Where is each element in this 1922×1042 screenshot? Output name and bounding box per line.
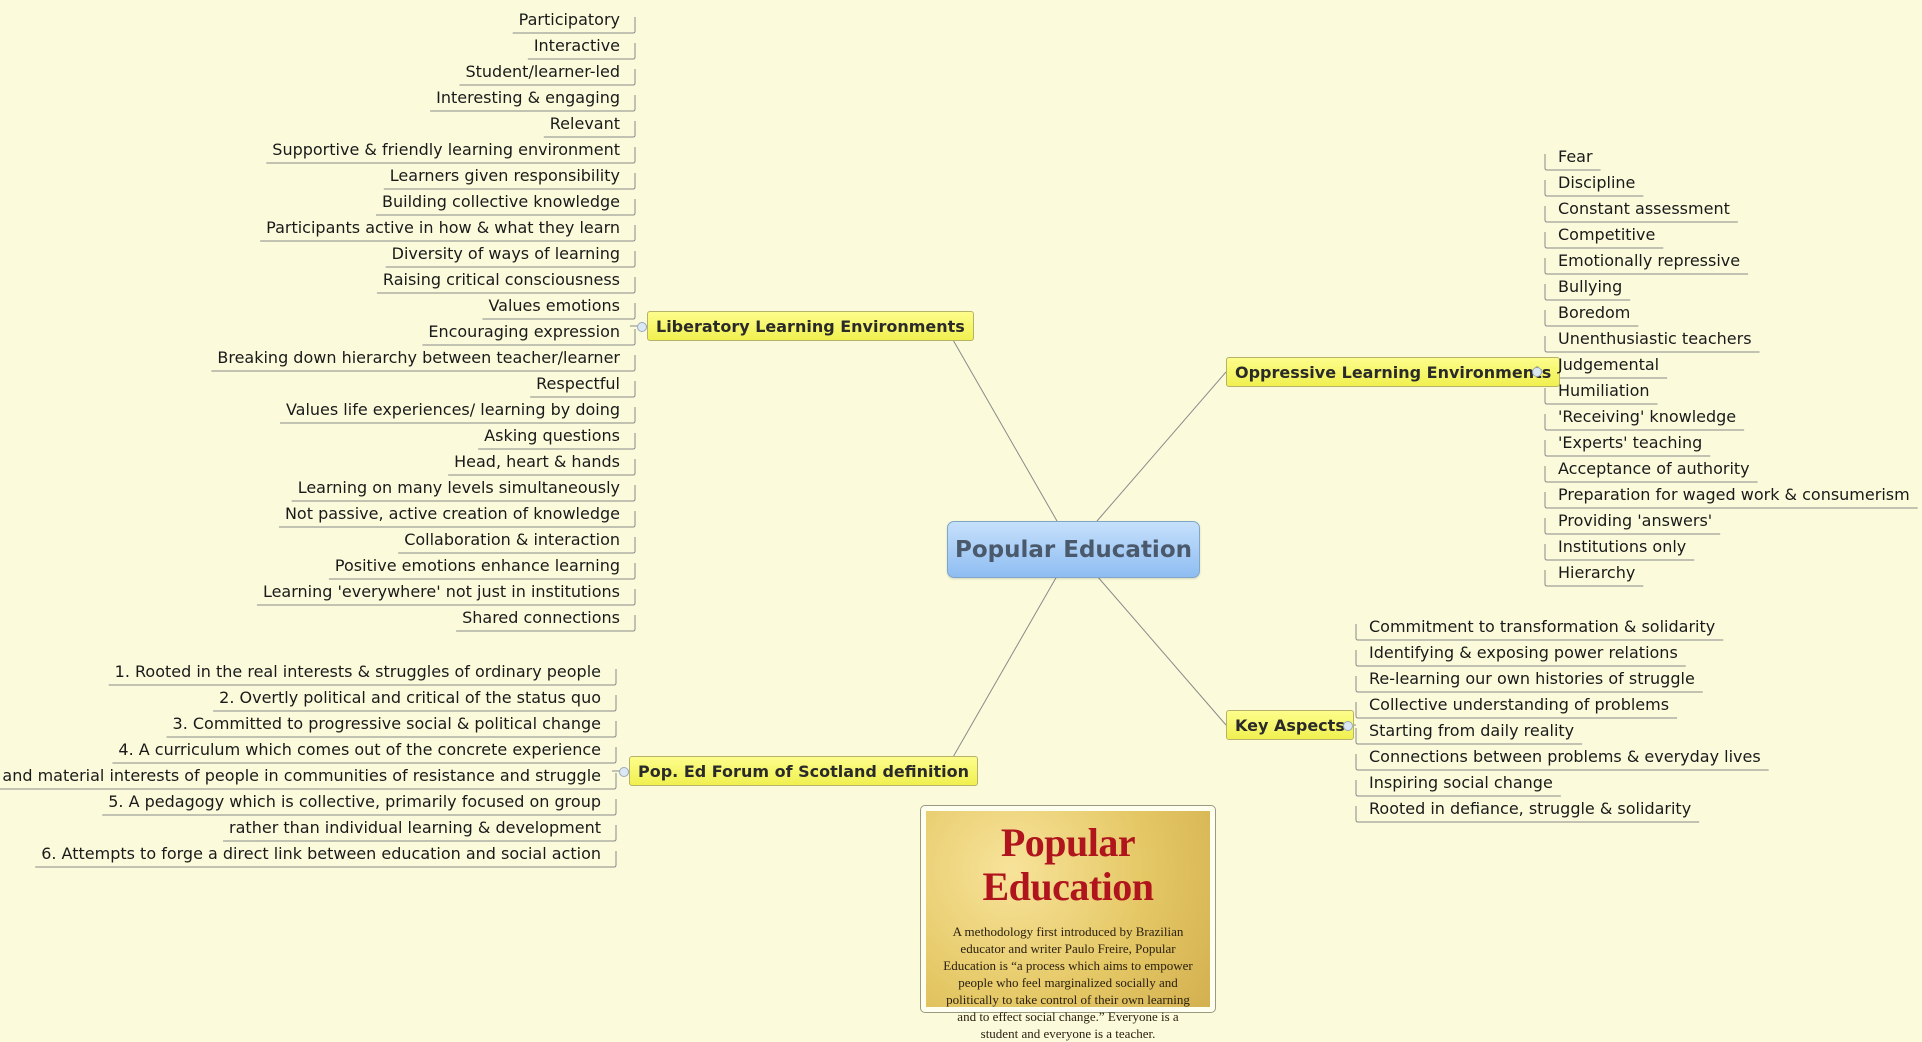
key-aspects-item[interactable]: Starting from daily reality <box>1369 721 1575 740</box>
liberatory-item[interactable]: Learning 'everywhere' not just in instit… <box>262 582 620 601</box>
liberatory-item[interactable]: Participatory <box>518 10 620 29</box>
oppressive-item[interactable]: Discipline <box>1558 173 1636 192</box>
liberatory-item[interactable]: Building collective knowledge <box>382 192 620 211</box>
collapse-toggle-oppressive[interactable] <box>1532 367 1542 377</box>
oppressive-item[interactable]: 'Experts' teaching <box>1558 433 1703 452</box>
liberatory-item[interactable]: Raising critical consciousness <box>382 270 620 289</box>
collapse-toggle-key-aspects[interactable] <box>1343 721 1353 731</box>
oppressive-item[interactable]: Competitive <box>1558 225 1656 244</box>
oppressive-item[interactable]: Emotionally repressive <box>1558 251 1741 270</box>
key-aspects-item[interactable]: Collective understanding of problems <box>1369 695 1670 714</box>
oppressive-item[interactable]: Constant assessment <box>1558 199 1730 218</box>
liberatory-item[interactable]: Interesting & engaging <box>436 88 620 107</box>
definition-item[interactable]: rather than individual learning & develo… <box>229 818 601 837</box>
liberatory-item[interactable]: Values emotions <box>488 296 620 315</box>
liberatory-item[interactable]: Learning on many levels simultaneously <box>297 478 620 497</box>
image-card-title: Popular Education <box>982 820 1154 909</box>
liberatory-item[interactable]: Student/learner-led <box>465 62 620 81</box>
liberatory-item[interactable]: Asking questions <box>484 426 620 445</box>
key-aspects-item[interactable]: Commitment to transformation & solidarit… <box>1369 617 1716 636</box>
liberatory-item[interactable]: Head, heart & hands <box>454 452 620 471</box>
definition-item[interactable]: and material interests of people in comm… <box>2 766 601 785</box>
central-topic[interactable]: Popular Education <box>947 521 1200 578</box>
key-aspects-item[interactable]: Identifying & exposing power relations <box>1369 643 1678 662</box>
definition-item[interactable]: 2. Overtly political and critical of the… <box>219 688 601 707</box>
oppressive-item[interactable]: Hierarchy <box>1558 563 1636 582</box>
oppressive-item[interactable]: Humiliation <box>1558 381 1650 400</box>
collapse-toggle-liberatory[interactable] <box>637 322 647 332</box>
key-aspects-item[interactable]: Inspiring social change <box>1369 773 1553 792</box>
branch-oppressive-learning-environments[interactable]: Oppressive Learning Environments <box>1226 357 1561 387</box>
definition-item[interactable]: 5. A pedagogy which is collective, prima… <box>108 792 601 811</box>
liberatory-item[interactable]: Respectful <box>536 374 620 393</box>
oppressive-item[interactable]: Fear <box>1558 147 1593 166</box>
parchment-image: Popular Education A methodology first in… <box>926 811 1210 1041</box>
definition-item[interactable]: 4. A curriculum which comes out of the c… <box>118 740 601 759</box>
liberatory-item[interactable]: Breaking down hierarchy between teacher/… <box>217 348 620 367</box>
oppressive-item[interactable]: Providing 'answers' <box>1558 511 1713 530</box>
branch-key-aspects[interactable]: Key Aspects <box>1226 710 1354 740</box>
oppressive-item[interactable]: Boredom <box>1558 303 1631 322</box>
oppressive-item[interactable]: Acceptance of authority <box>1558 459 1750 478</box>
oppressive-item[interactable]: Preparation for waged work & consumerism <box>1558 485 1910 504</box>
definition-item[interactable]: 3. Committed to progressive social & pol… <box>172 714 601 733</box>
liberatory-item[interactable]: Values life experiences/ learning by doi… <box>285 400 620 419</box>
collapse-toggle-definition[interactable] <box>619 767 629 777</box>
key-aspects-item[interactable]: Connections between problems & everyday … <box>1369 747 1761 766</box>
key-aspects-item[interactable]: Re-learning our own histories of struggl… <box>1369 669 1695 688</box>
liberatory-item[interactable]: Encouraging expression <box>428 322 620 341</box>
image-card-body: A methodology first introduced by Brazil… <box>943 924 1193 1041</box>
liberatory-item[interactable]: Positive emotions enhance learning <box>334 556 620 575</box>
liberatory-item[interactable]: Participants active in how & what they l… <box>266 218 620 237</box>
liberatory-item[interactable]: Supportive & friendly learning environme… <box>272 140 620 159</box>
oppressive-item[interactable]: Bullying <box>1558 277 1623 296</box>
oppressive-item[interactable]: 'Receiving' knowledge <box>1558 407 1737 426</box>
liberatory-item[interactable]: Collaboration & interaction <box>404 530 620 549</box>
liberatory-item[interactable]: Learners given responsibility <box>389 166 620 185</box>
branch-pop-ed-forum-definition[interactable]: Pop. Ed Forum of Scotland definition <box>629 756 978 786</box>
liberatory-item[interactable]: Relevant <box>549 114 620 133</box>
oppressive-item[interactable]: Unenthusiastic teachers <box>1558 329 1752 348</box>
oppressive-item[interactable]: Judgemental <box>1558 355 1660 374</box>
definition-item[interactable]: 1. Rooted in the real interests & strugg… <box>114 662 601 681</box>
popular-education-image-card[interactable]: Popular Education A methodology first in… <box>920 805 1216 1041</box>
definition-item[interactable]: 6. Attempts to forge a direct link betwe… <box>41 844 601 863</box>
branch-liberatory-learning-environments[interactable]: Liberatory Learning Environments <box>647 311 974 341</box>
oppressive-item[interactable]: Institutions only <box>1558 537 1687 556</box>
liberatory-item[interactable]: Interactive <box>533 36 620 55</box>
liberatory-item[interactable]: Shared connections <box>462 608 620 627</box>
liberatory-item[interactable]: Diversity of ways of learning <box>391 244 620 263</box>
key-aspects-item[interactable]: Rooted in defiance, struggle & solidarit… <box>1369 799 1692 818</box>
liberatory-item[interactable]: Not passive, active creation of knowledg… <box>284 504 620 523</box>
